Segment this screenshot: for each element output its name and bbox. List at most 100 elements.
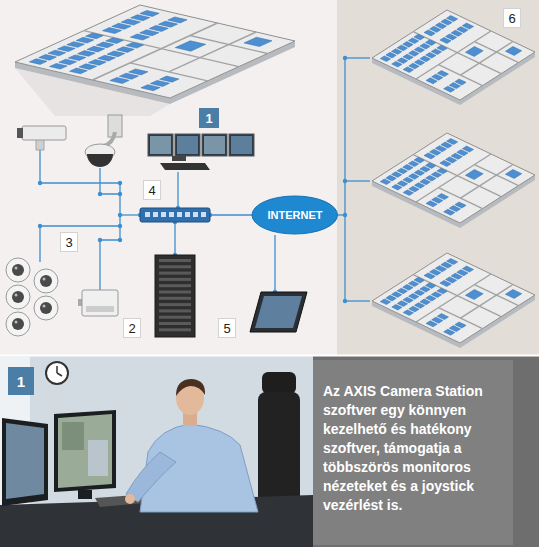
desk-row (68, 55, 86, 61)
network-cable (274, 235, 275, 292)
switch-port (169, 212, 174, 217)
desk-row (462, 146, 473, 152)
interior-wall (93, 23, 218, 80)
right-panel (337, 0, 539, 355)
desk-row (465, 290, 483, 300)
desk-row (425, 163, 435, 169)
dome-lens (12, 291, 24, 303)
encoder-plug (78, 299, 82, 306)
desk-row (455, 79, 466, 85)
server-unit (159, 316, 191, 319)
tablet-screen (255, 296, 302, 328)
switch-port (177, 212, 182, 217)
desk-row (244, 37, 272, 46)
desk-row (39, 54, 57, 60)
callout-badge: 1 (8, 367, 34, 395)
desk-row (149, 25, 168, 31)
desk-row (126, 42, 144, 48)
interior-wall (461, 186, 480, 198)
screen-view (62, 422, 84, 450)
desk-row (414, 34, 424, 40)
desk-row (79, 64, 97, 70)
callout-number: 6 (503, 8, 521, 28)
left-panel (0, 0, 337, 355)
cable-joint (343, 179, 347, 183)
desk-row (447, 259, 458, 265)
desk-row (408, 281, 418, 287)
chair-headrest (262, 372, 296, 394)
callout-badge: 1 (199, 108, 219, 128)
monitor-left (2, 418, 48, 506)
callout-number: 2 (123, 318, 141, 338)
office-building (372, 253, 535, 348)
cable-joint (343, 299, 347, 303)
dome-lens (40, 275, 52, 287)
desk-row (119, 73, 138, 79)
screen-middle (58, 414, 112, 488)
desk-row (110, 77, 129, 83)
desk-row (107, 51, 125, 57)
desk-row (403, 177, 413, 183)
desk-row (409, 186, 419, 192)
desk-row (505, 46, 521, 55)
cable-joint (38, 224, 42, 228)
callout-number: 5 (218, 318, 236, 338)
screen-view (88, 440, 108, 476)
interior-wall (461, 63, 480, 75)
tablet (250, 292, 307, 332)
desk-row (380, 56, 390, 62)
desk-row (409, 306, 419, 312)
desk-row (131, 15, 150, 21)
desk-row (437, 168, 447, 174)
switch-port (201, 212, 206, 217)
desk-row (397, 181, 407, 187)
desk-row (420, 166, 430, 172)
server-unit (159, 291, 191, 294)
monitor (229, 134, 254, 156)
network-cable (40, 150, 120, 183)
separator-line (0, 355, 539, 357)
server-unit (159, 259, 191, 262)
desk-row (425, 283, 435, 289)
node-text: 5 (223, 321, 230, 336)
monitor (202, 134, 227, 156)
desk-row (403, 297, 413, 303)
desk-row (426, 52, 436, 58)
desk-row (403, 310, 413, 316)
server-unit (159, 303, 191, 306)
internet-cloud: INTERNET (251, 195, 339, 235)
video-encoder (82, 290, 118, 316)
desk-row (140, 10, 159, 16)
desk-row (386, 175, 396, 181)
callout-number: 3 (60, 232, 78, 252)
monitor-middle (54, 410, 116, 492)
keyboard (160, 163, 210, 170)
desk-row (420, 299, 430, 305)
desk-row (392, 304, 402, 310)
desk-row (386, 295, 396, 301)
desk-row (426, 295, 436, 301)
encoder-panel (86, 306, 114, 312)
desk-row (392, 61, 402, 67)
switch-port (185, 212, 190, 217)
monitor-screen (204, 136, 225, 154)
node-text: 1 (17, 373, 25, 390)
desk-row (57, 46, 75, 52)
desk-row (462, 23, 473, 29)
network-cable (345, 300, 370, 301)
interior-wall (169, 58, 200, 72)
desk-row (96, 42, 114, 48)
desk-row (121, 19, 140, 25)
desk-row (403, 42, 413, 48)
lens-highlight (15, 267, 18, 270)
desk-row (414, 157, 424, 163)
photo-right-strip (313, 355, 539, 547)
desk-row (116, 47, 134, 53)
clock-hands (57, 366, 62, 376)
desk-row (403, 67, 413, 73)
desk-row (112, 23, 131, 29)
desk-row (414, 183, 424, 189)
monitor (148, 134, 173, 156)
desk-row (150, 80, 169, 86)
